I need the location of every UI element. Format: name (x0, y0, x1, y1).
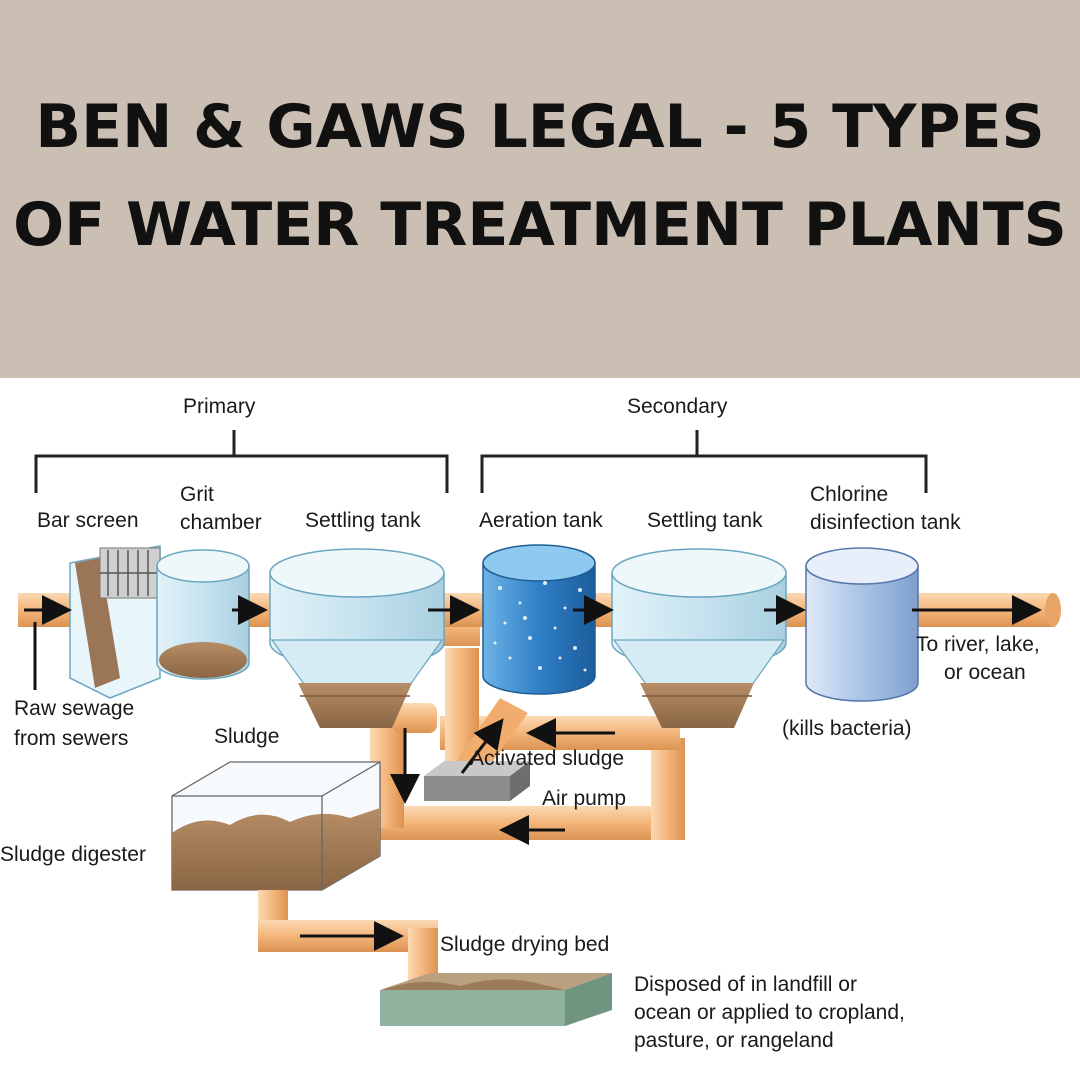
settling-tank-2 (611, 548, 787, 728)
chlorine-tank (805, 547, 919, 702)
sludge-digester-label: Sludge digester (0, 843, 146, 866)
sludge-drying-bed (380, 973, 612, 1026)
drying-bed-pipe (258, 890, 438, 998)
bar-screen-label: Bar screen (37, 509, 139, 532)
activated-sludge-label: Activated sludge (470, 747, 625, 770)
page-title: BEN & GAWS LEGAL - 5 TYPES OF WATER TREA… (0, 78, 1080, 274)
outlet-label-line-2: or ocean (944, 661, 1026, 684)
title-line-1: BEN & GAWS LEGAL - 5 TYPES (35, 92, 1045, 162)
flow-arrows (24, 595, 1042, 951)
air-pump-label: Air pump (542, 787, 627, 810)
grit-chamber-label-line-1: Grit (180, 483, 214, 506)
settling-tank-1 (269, 548, 445, 728)
header-banner: BEN & GAWS LEGAL - 5 TYPES OF WATER TREA… (0, 0, 1080, 378)
chlorine-label-line-1: Chlorine (810, 483, 889, 506)
bar-screen (69, 545, 161, 699)
raw-sewage-label-line-2: from sewers (14, 727, 129, 750)
air-pump (424, 761, 530, 801)
stage-secondary-label: Secondary (627, 395, 728, 418)
chlorine-label-line-2: disinfection tank (810, 511, 961, 534)
outlet-label-line-1: To river, lake, (916, 633, 1040, 656)
grit-chamber (156, 549, 250, 680)
disposal-label-line-1: Disposed of in landfill or (634, 973, 857, 996)
stage-primary-label: Primary (183, 395, 256, 418)
settling-tank-2-label: Settling tank (647, 509, 763, 532)
settling-tank-1-label: Settling tank (305, 509, 421, 532)
secondary-bracket (480, 430, 928, 493)
disposal-label-line-3: pasture, or rangeland (634, 1029, 834, 1052)
grit-chamber-label-line-2: chamber (180, 511, 262, 534)
sludge-digester (171, 761, 381, 891)
disposal-label-line-2: ocean or applied to cropland, (634, 1001, 905, 1024)
sludge-label: Sludge (214, 725, 280, 748)
aeration-tank (482, 544, 596, 695)
primary-bracket (34, 430, 449, 493)
treatment-diagram: Primary Secondary Bar screen Grit chambe… (0, 378, 1080, 1080)
raw-sewage-label-line-1: Raw sewage (14, 697, 135, 720)
title-line-2: OF WATER TREATMENT PLANTS (13, 190, 1067, 260)
aeration-tank-label: Aeration tank (479, 509, 603, 532)
diagram-graphics (18, 430, 1061, 1026)
sludge-drying-bed-label: Sludge drying bed (440, 933, 610, 956)
kills-bacteria-label: (kills bacteria) (782, 717, 912, 740)
